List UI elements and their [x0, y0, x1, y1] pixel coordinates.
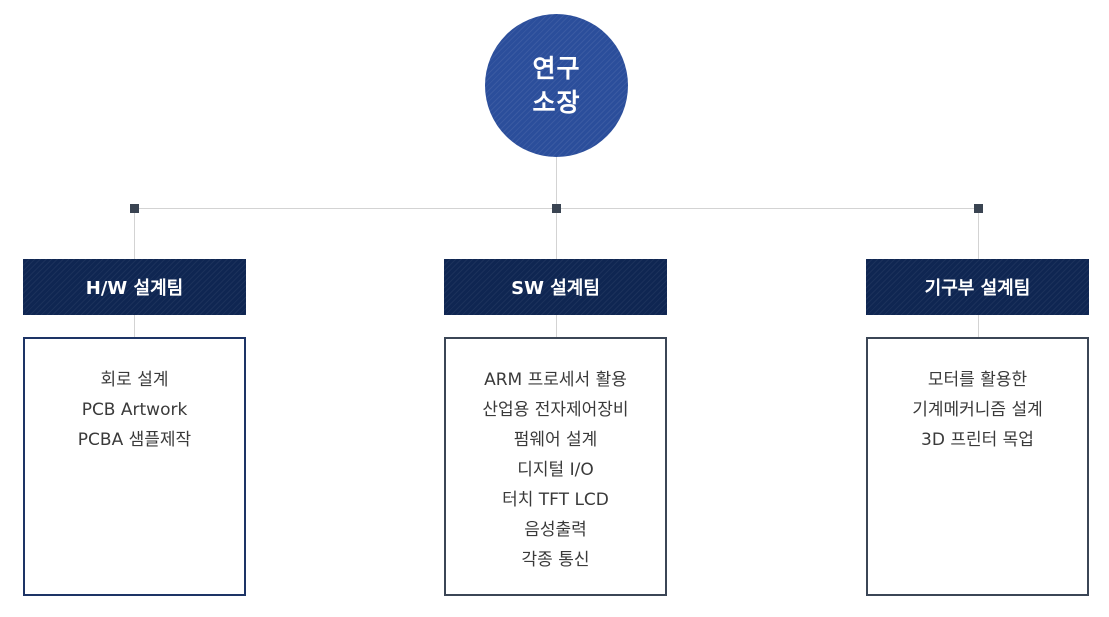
hw-task-item: PCB Artwork: [81, 400, 188, 420]
sw-task-item: 각종 통신: [521, 550, 590, 570]
mech-node: [974, 204, 983, 213]
mech-task-list: 모터를 활용한 기계메커니즘 설계 3D 프린터 목업: [868, 339, 1087, 455]
sw-box-connector: [556, 315, 557, 337]
sw-node: [552, 204, 561, 213]
mech-task-item: 기계메커니즘 설계: [912, 400, 1043, 420]
hw-team-header: H/W 설계팀: [23, 259, 246, 315]
hw-team-box: 회로 설계 PCB Artwork PCBA 샘플제작: [23, 337, 246, 596]
sw-task-item: ARM 프로세서 활용: [484, 370, 627, 390]
mech-task-item: 3D 프린터 목업: [921, 430, 1034, 450]
sw-task-list: ARM 프로세서 활용 산업용 전자제어장비 펌웨어 설계 디지털 I/O 터치…: [446, 339, 665, 575]
hw-node: [130, 204, 139, 213]
root-vertical-connector: [556, 157, 557, 209]
mech-team-box: 모터를 활용한 기계메커니즘 설계 3D 프린터 목업: [866, 337, 1089, 596]
director-label-line1: 연구: [532, 53, 581, 83]
sw-team-box: ARM 프로세서 활용 산업용 전자제어장비 펌웨어 설계 디지털 I/O 터치…: [444, 337, 667, 596]
hw-team-title: H/W 설계팀: [85, 278, 184, 299]
sw-task-item: 산업용 전자제어장비: [482, 400, 629, 420]
sw-team-header: SW 설계팀: [444, 259, 667, 315]
sw-task-item: 디지털 I/O: [517, 460, 594, 480]
mech-box-connector: [978, 315, 979, 337]
hw-task-item: 회로 설계: [100, 370, 169, 390]
mech-branch-connector: [978, 209, 979, 259]
sw-task-item: 터치 TFT LCD: [502, 490, 609, 510]
sw-branch-connector: [556, 209, 557, 259]
director-label-line2: 소장: [532, 87, 581, 117]
sw-task-item: 음성출력: [524, 520, 587, 540]
mech-team-title: 기구부 설계팀: [924, 278, 1031, 299]
hw-box-connector: [134, 315, 135, 337]
hw-branch-connector: [134, 209, 135, 259]
hw-task-item: PCBA 샘플제작: [77, 430, 192, 450]
director-node: 연구 소장: [485, 14, 628, 157]
sw-task-item: 펌웨어 설계: [513, 430, 598, 450]
hw-task-list: 회로 설계 PCB Artwork PCBA 샘플제작: [25, 339, 244, 455]
mech-task-item: 모터를 활용한: [927, 370, 1028, 390]
sw-team-title: SW 설계팀: [511, 278, 600, 299]
mech-team-header: 기구부 설계팀: [866, 259, 1089, 315]
